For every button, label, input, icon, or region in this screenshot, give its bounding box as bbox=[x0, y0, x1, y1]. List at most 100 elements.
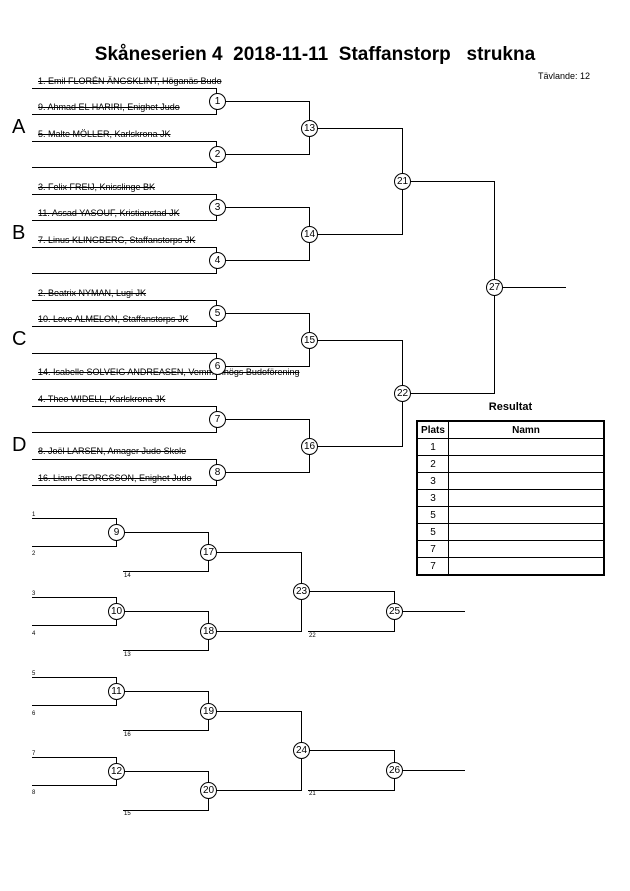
result-place: 7 bbox=[416, 557, 449, 576]
bracket-line bbox=[32, 194, 217, 195]
result-place: 5 bbox=[416, 506, 449, 524]
result-name bbox=[448, 523, 605, 541]
match-node: 3 bbox=[209, 199, 226, 216]
bracket-line bbox=[309, 340, 402, 341]
bracket-line bbox=[32, 518, 116, 519]
entry-10: 4. Theo WIDELL, Karlskrona JK bbox=[38, 394, 166, 404]
bracket-line bbox=[32, 326, 217, 327]
entry-11: 8. Joël LARSEN, Amager Judo Skole bbox=[38, 446, 187, 456]
match-node: 8 bbox=[209, 464, 226, 481]
match-node: 14 bbox=[301, 226, 318, 243]
bracket-line bbox=[217, 472, 309, 473]
result-name bbox=[448, 506, 605, 524]
bracket-line bbox=[32, 220, 217, 221]
bracket-line bbox=[394, 611, 465, 612]
match-node: 2 bbox=[209, 146, 226, 163]
entry-4: 3. Felix FREIJ, Knisslinge BK bbox=[38, 182, 156, 192]
match-node: 21 bbox=[394, 173, 411, 190]
match-node: 19 bbox=[200, 703, 217, 720]
result-name bbox=[448, 540, 605, 558]
loser-label: 21 bbox=[309, 791, 316, 797]
bracket-line bbox=[32, 785, 116, 786]
bracket-line bbox=[208, 790, 301, 791]
seed-label: 1 bbox=[32, 512, 36, 518]
pool-label-d: D bbox=[12, 434, 27, 456]
bracket-line bbox=[32, 757, 116, 758]
bracket-line bbox=[208, 552, 301, 553]
seed-label: 2 bbox=[32, 551, 36, 557]
seed-label: 5 bbox=[32, 671, 36, 677]
bracket-line bbox=[309, 446, 402, 447]
bracket-line bbox=[116, 771, 208, 772]
bracket-line bbox=[217, 419, 309, 420]
bracket-line bbox=[32, 247, 217, 248]
bracket-line bbox=[217, 313, 309, 314]
bracket-line bbox=[217, 207, 309, 208]
bracket-line bbox=[116, 611, 208, 612]
bracket-line bbox=[123, 650, 208, 651]
seed-label: 3 bbox=[32, 591, 36, 597]
bracket-line bbox=[32, 432, 217, 433]
loser-label: 13 bbox=[124, 652, 131, 658]
entry-9: 14. Isabelle SOLVEIG ANDREASEN, Vemmenhö… bbox=[38, 367, 300, 377]
bracket-line bbox=[309, 128, 402, 129]
bracket-line bbox=[394, 770, 465, 771]
seed-label: 6 bbox=[32, 711, 36, 717]
bracket-line bbox=[32, 459, 217, 460]
loser-label: 22 bbox=[309, 633, 316, 639]
entry-6: 7. Linus KLINGBERG, Staffanstorps JK bbox=[38, 235, 196, 245]
match-node: 5 bbox=[209, 305, 226, 322]
bracket-line bbox=[32, 300, 217, 301]
bracket-line bbox=[32, 379, 217, 380]
result-col-name: Namn bbox=[448, 420, 605, 439]
bracket-line bbox=[32, 625, 116, 626]
bracket-line bbox=[309, 234, 402, 235]
match-node: 7 bbox=[209, 411, 226, 428]
entry-1: 1. Emil FLORÉN ÄNGSKLINT, Höganäs Budo bbox=[38, 76, 222, 86]
match-node: 10 bbox=[108, 603, 125, 620]
match-node: 4 bbox=[209, 252, 226, 269]
result-name bbox=[448, 472, 605, 490]
bracket-line bbox=[301, 750, 394, 751]
bracket-line bbox=[301, 591, 394, 592]
bracket-line bbox=[32, 141, 217, 142]
bracket-line bbox=[116, 532, 208, 533]
match-node: 26 bbox=[386, 762, 403, 779]
match-node: 25 bbox=[386, 603, 403, 620]
bracket-line bbox=[32, 406, 217, 407]
match-node: 11 bbox=[108, 683, 125, 700]
entry-5: 11. Assad YASOUF, Kristianstad JK bbox=[38, 208, 180, 218]
bracket-line bbox=[308, 790, 394, 791]
match-node: 9 bbox=[108, 524, 125, 541]
result-name bbox=[448, 489, 605, 507]
bracket-line bbox=[208, 711, 301, 712]
result-name bbox=[448, 557, 605, 576]
entry-7: 2. Beatrix NYMAN, Lugi JK bbox=[38, 288, 147, 298]
result-place: 3 bbox=[416, 489, 449, 507]
entry-3: 5. Malte MÖLLER, Karlskrona JK bbox=[38, 129, 171, 139]
participant-count: Tävlande: 12 bbox=[538, 71, 591, 81]
match-node: 17 bbox=[200, 544, 217, 561]
match-node: 27 bbox=[486, 279, 503, 296]
bracket-line bbox=[402, 393, 494, 394]
pool-label-b: B bbox=[12, 222, 26, 244]
match-node: 20 bbox=[200, 782, 217, 799]
bracket-line bbox=[32, 485, 217, 486]
bracket-line bbox=[217, 101, 309, 102]
bracket-line bbox=[123, 571, 208, 572]
bracket-line bbox=[116, 691, 208, 692]
result-title: Resultat bbox=[488, 401, 533, 413]
bracket-line bbox=[123, 810, 208, 811]
bracket-line bbox=[217, 366, 309, 367]
entry-8: 10. Love ALMELON, Staffanstorps JK bbox=[38, 314, 189, 324]
bracket-line bbox=[32, 546, 116, 547]
match-node: 18 bbox=[200, 623, 217, 640]
match-node: 16 bbox=[301, 438, 318, 455]
bracket-line bbox=[123, 730, 208, 731]
bracket-line bbox=[32, 705, 116, 706]
pool-label-c: C bbox=[12, 328, 27, 350]
match-node: 15 bbox=[301, 332, 318, 349]
result-place: 5 bbox=[416, 523, 449, 541]
result-place: 7 bbox=[416, 540, 449, 558]
loser-label: 16 bbox=[124, 732, 131, 738]
